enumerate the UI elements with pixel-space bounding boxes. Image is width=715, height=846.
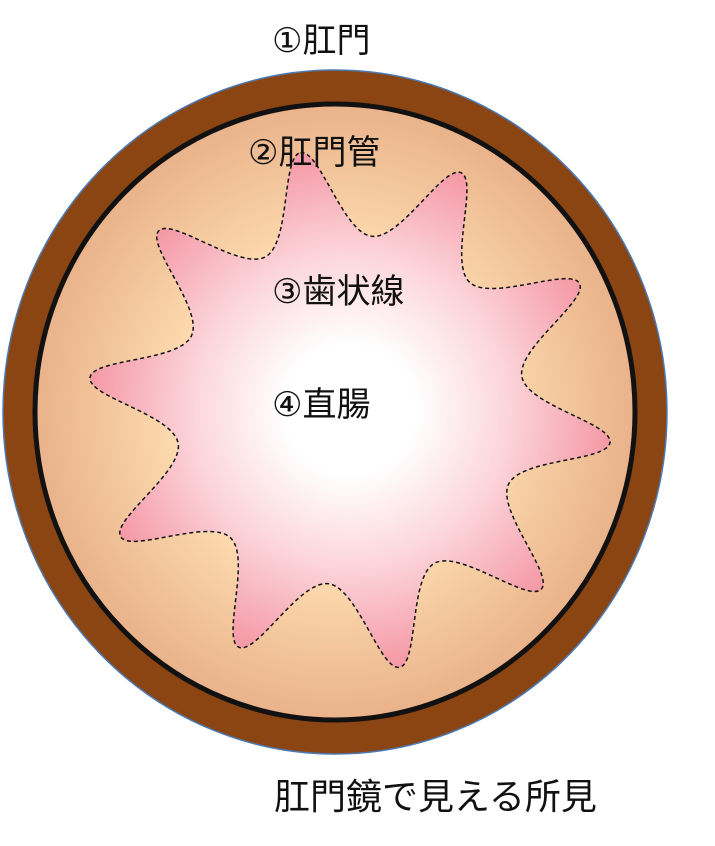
- dentate-line-shape: [89, 151, 611, 669]
- diagram-caption: 肛門鏡で見える所見: [274, 777, 597, 818]
- label-anal-canal: ②肛門管: [248, 133, 381, 173]
- label-rectum: ④直腸: [272, 385, 371, 425]
- label-anus: ①肛門: [272, 21, 371, 61]
- label-dentate-line: ③歯状線: [272, 272, 405, 312]
